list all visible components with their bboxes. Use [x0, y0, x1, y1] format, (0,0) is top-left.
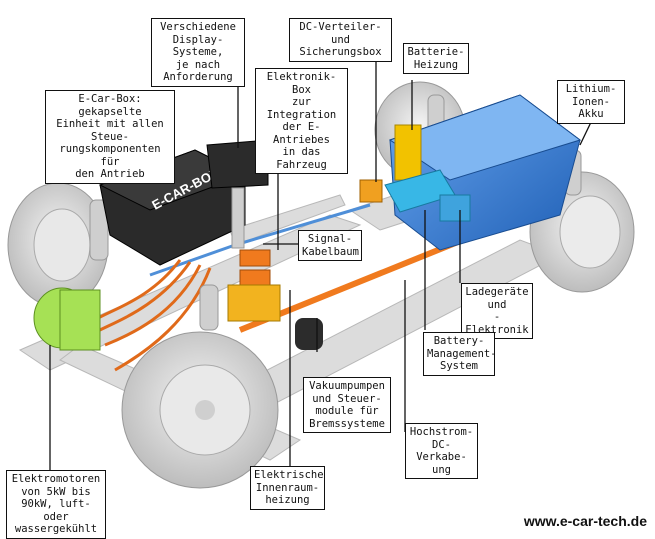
label-electronics-box: Elektronik-Box zur Integration der E-Ant…: [255, 68, 348, 174]
lithium-battery-pack: [388, 94, 582, 251]
front-right-tire: [121, 331, 279, 489]
orange-connectors: [239, 249, 271, 287]
interior-heater: [227, 284, 281, 322]
label-bms: Battery- Management- System: [423, 332, 497, 376]
website-credit: www.e-car-tech.de: [523, 513, 647, 529]
electric-motor: [33, 287, 101, 351]
motor-cables: [94, 259, 212, 372]
label-high-current-cabling: Hochstrom- DC-Verkabe- ung: [405, 423, 478, 479]
signal-cable: [149, 203, 371, 277]
dc-distribution-box: [359, 179, 383, 203]
label-electric-motors: Elektromotoren von 5kW bis 90kW, luft- o…: [6, 470, 106, 539]
vacuum-pump: [295, 318, 323, 350]
label-dc-distribution: DC-Verteiler- und Sicherungsbox: [289, 18, 392, 62]
label-interior-heater: Elektrische Innenraum- heizung: [250, 466, 325, 510]
label-e-car-box: E-Car-Box: gekapselte Einheit mit allen …: [45, 90, 175, 184]
label-vacuum-pumps: Vakuumpumpen und Steuer- module für Brem…: [303, 377, 391, 433]
label-chargers: Ladegeräte und -Elektronik: [461, 283, 533, 339]
charger-unit: [439, 194, 471, 222]
front-left-tire: [7, 182, 109, 308]
battery-heating: [394, 124, 422, 181]
label-battery-heating: Batterie- Heizung: [403, 43, 469, 74]
label-signal-harness: Signal- Kabelbaum: [298, 230, 362, 261]
label-display-systems: Verschiedene Display-Systeme, je nach An…: [151, 18, 245, 87]
display-unit: [206, 139, 269, 249]
label-lithium-battery: Lithium- Ionen- Akku: [557, 80, 625, 124]
